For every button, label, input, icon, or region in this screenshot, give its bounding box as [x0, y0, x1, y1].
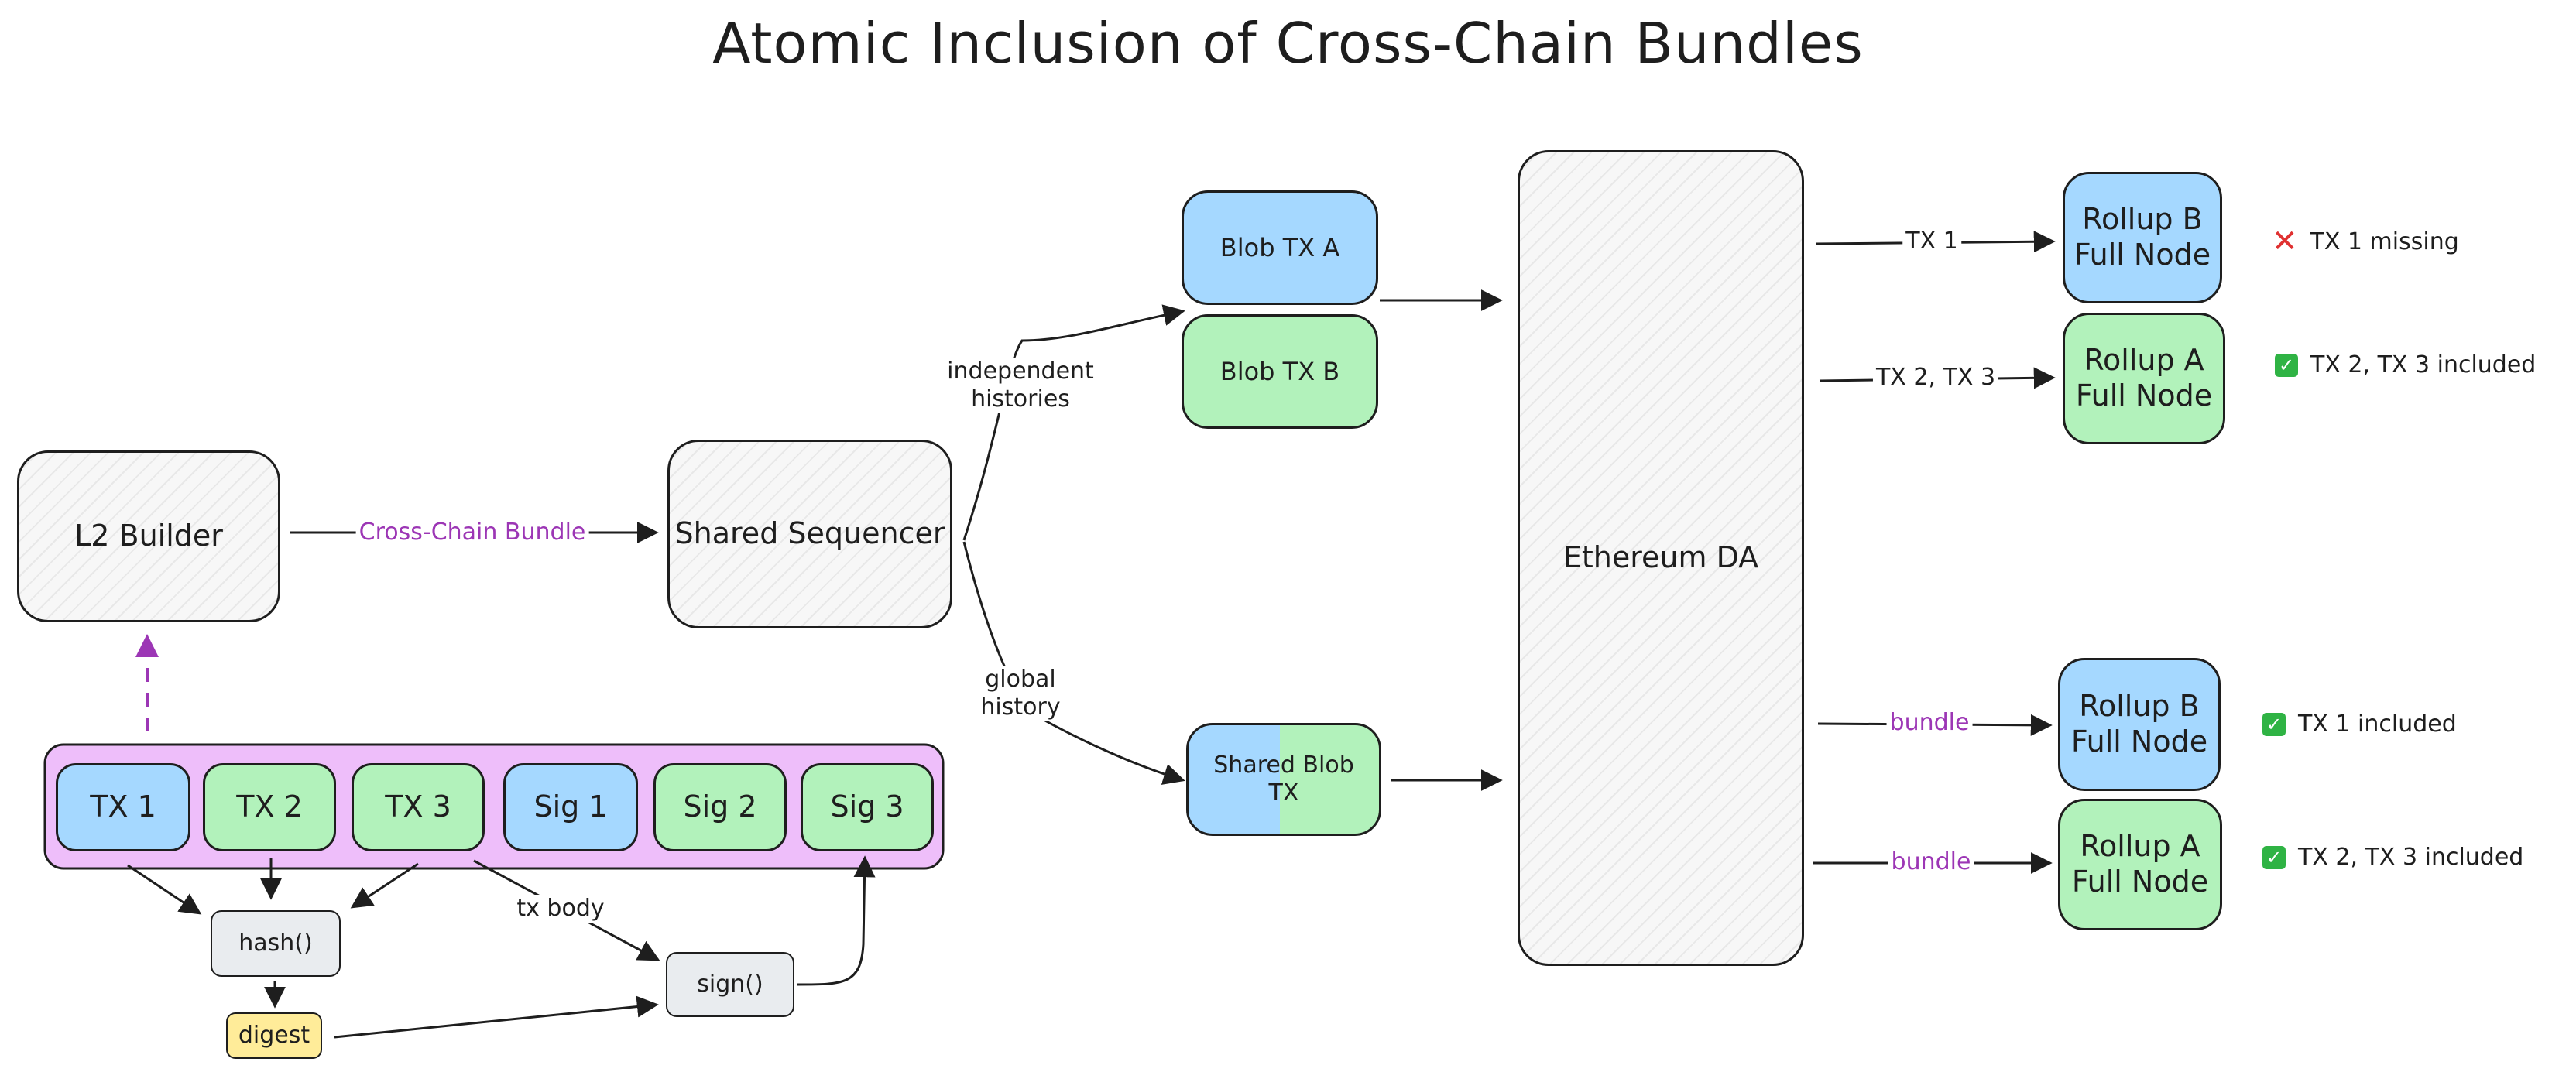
cross-mark-icon: ✕ [2272, 224, 2298, 259]
edge-label-independent-histories: independent histories [940, 358, 1101, 413]
blob-tx-b-label: Blob TX B [1219, 356, 1340, 386]
edge-tx1-to-hash [127, 864, 202, 915]
bundle-item-label: TX 1 [90, 789, 156, 824]
status-text: TX 1 missing [2310, 228, 2459, 255]
diagram-title: Atomic Inclusion of Cross-Chain Bundles [712, 11, 1864, 76]
edge-sequencer-to-shared-blob [962, 541, 1185, 785]
bundle-item-sig3[interactable]: Sig 3 [801, 763, 934, 851]
bundle-item-label: TX 2 [236, 789, 303, 824]
bundle-item-tx3[interactable]: TX 3 [352, 763, 485, 851]
edge-digest-to-sign [334, 995, 659, 1039]
shared-sequencer-node[interactable]: Shared Sequencer [667, 440, 952, 628]
hash-function-label: hash() [238, 930, 313, 957]
rollup-a-full-node-top[interactable]: Rollup A Full Node [2063, 313, 2225, 444]
bundle-item-label: Sig 1 [533, 789, 608, 824]
bundle-item-tx2[interactable]: TX 2 [203, 763, 336, 851]
l2-builder-node[interactable]: L2 Builder [17, 450, 280, 622]
l2-builder-label: L2 Builder [74, 519, 223, 553]
shared-blob-tx-node[interactable]: Shared Blob TX [1186, 723, 1381, 836]
bundle-item-sig1[interactable]: Sig 1 [503, 763, 638, 851]
rollup-a-full-node-bottom[interactable]: Rollup A Full Node [2058, 799, 2222, 930]
edge-label-tx-body: tx body [513, 895, 608, 923]
rollup-b-full-node-top[interactable]: Rollup B Full Node [2063, 172, 2222, 303]
edge-label-tx2-tx3: TX 2, TX 3 [1872, 364, 1999, 392]
edge-label-cross-chain-bundle: Cross-Chain Bundle [355, 519, 589, 546]
bundle-item-label: Sig 3 [830, 789, 904, 824]
status-text: TX 1 included [2298, 711, 2457, 738]
blob-tx-b-node[interactable]: Blob TX B [1182, 314, 1378, 429]
status-tx23-included-top: ✓ TX 2, TX 3 included [2275, 351, 2536, 378]
status-text: TX 2, TX 3 included [2298, 844, 2524, 871]
rollup-a-label-bottom: Rollup A Full Node [2071, 829, 2209, 899]
edge-label-tx1: TX 1 [1902, 228, 1961, 255]
edge-label-bundle-bottom: bundle [1888, 848, 1974, 876]
sign-function-label: sign() [697, 971, 763, 998]
blob-tx-a-label: Blob TX A [1219, 232, 1340, 262]
bundle-item-tx1[interactable]: TX 1 [56, 763, 190, 851]
digest-label: digest [238, 1022, 310, 1049]
status-tx1-included: ✓ TX 1 included [2262, 711, 2457, 738]
edge-tx3-to-hash [350, 862, 419, 909]
sign-function-node[interactable]: sign() [666, 952, 794, 1017]
bundle-item-label: Sig 2 [683, 789, 757, 824]
rollup-b-full-node-bottom[interactable]: Rollup B Full Node [2058, 658, 2221, 791]
edge-sign-to-sig3 [797, 855, 876, 986]
status-tx23-included-bottom: ✓ TX 2, TX 3 included [2262, 844, 2523, 871]
ethereum-da-node[interactable]: Ethereum DA [1518, 150, 1804, 966]
edge-label-bundle-top: bundle [1886, 709, 1973, 737]
ethereum-da-label: Ethereum DA [1562, 540, 1759, 575]
check-mark-icon: ✓ [2275, 353, 2298, 377]
bundle-item-sig2[interactable]: Sig 2 [653, 763, 787, 851]
rollup-b-label-bottom: Rollup B Full Node [2070, 689, 2208, 759]
edge-sequencer-to-blob-a [962, 304, 1185, 541]
hash-function-node[interactable]: hash() [211, 910, 341, 977]
edge-label-global-history: global history [971, 666, 1070, 721]
check-mark-icon: ✓ [2262, 712, 2286, 736]
rollup-b-label-top: Rollup B Full Node [2073, 202, 2211, 272]
shared-sequencer-label: Shared Sequencer [674, 516, 945, 551]
blob-tx-a-node[interactable]: Blob TX A [1182, 190, 1378, 305]
status-text: TX 2, TX 3 included [2310, 351, 2537, 378]
rollup-a-label-top: Rollup A Full Node [2075, 343, 2213, 413]
bundle-item-label: TX 3 [385, 789, 451, 824]
check-mark-icon: ✓ [2262, 845, 2286, 869]
status-tx1-missing: ✕ TX 1 missing [2272, 226, 2459, 257]
shared-blob-tx-label: Shared Blob TX [1213, 752, 1354, 807]
digest-node[interactable]: digest [226, 1012, 322, 1059]
